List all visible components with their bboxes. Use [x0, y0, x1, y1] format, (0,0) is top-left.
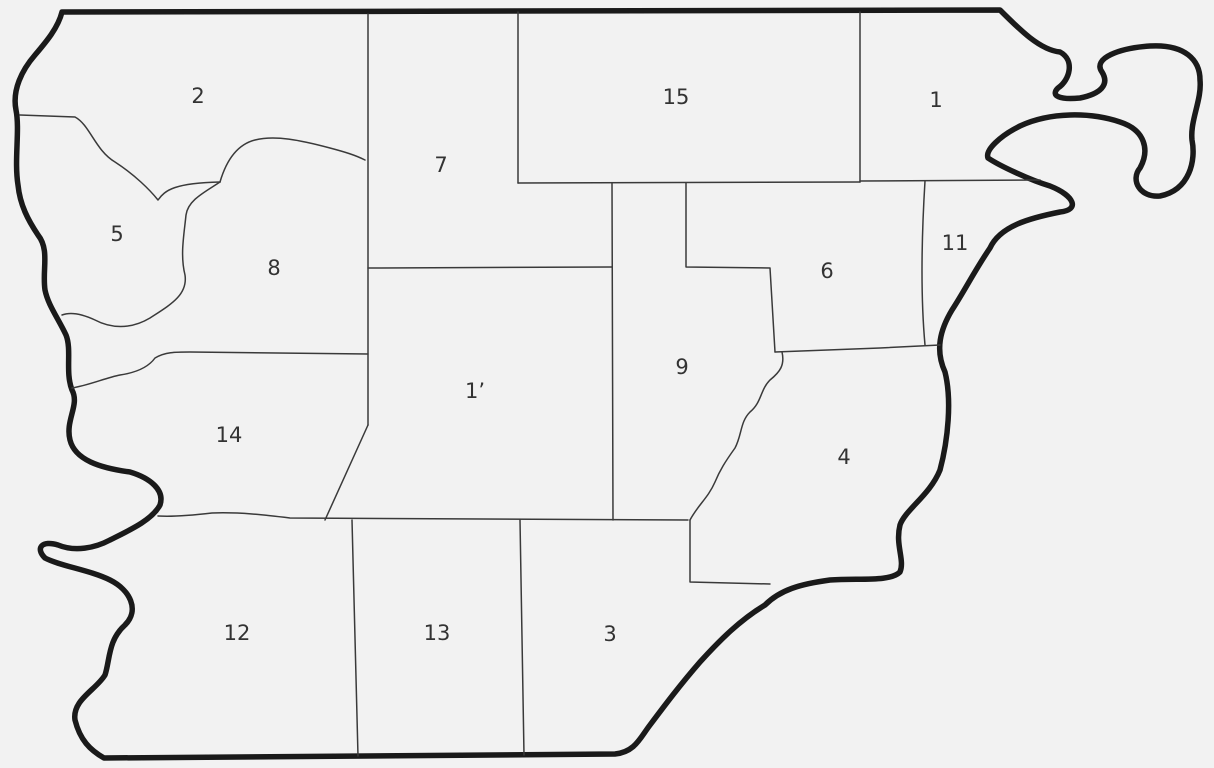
region-labels: 1 2 3 4 5 6 7 8 9 1’ 11 12 13 14 15 [110, 84, 968, 646]
boundary-12-13 [351, 519, 359, 757]
boundary-6-4 [774, 344, 941, 353]
boundary-15-bottom [517, 181, 861, 184]
region-label-15: 15 [663, 85, 690, 109]
boundary-7-10 [367, 266, 613, 269]
boundary-2-5 [19, 114, 221, 201]
region-label-7: 7 [434, 153, 447, 177]
region-label-13: 13 [424, 621, 451, 645]
boundary-1-bottom [859, 179, 1041, 182]
boundary-5-8 [61, 181, 221, 328]
region-label-11: 11 [942, 231, 969, 255]
region-label-5: 5 [110, 222, 123, 246]
boundary-13-3 [519, 519, 525, 756]
region-label-2: 2 [191, 84, 204, 108]
region-label-9: 9 [675, 355, 688, 379]
region-label-14: 14 [216, 423, 243, 447]
boundary-2-8 [219, 137, 366, 183]
boundary-9-left [611, 182, 614, 521]
region-label-10: 1’ [465, 379, 485, 403]
boundary-8-14 [71, 351, 369, 389]
region-label-8: 8 [267, 256, 280, 280]
boundary-9-4 [689, 351, 784, 521]
boundary-14-10 [324, 424, 369, 521]
internal-boundaries [19, 11, 1041, 757]
region-label-3: 3 [603, 622, 616, 646]
map-outline [12, 7, 1203, 761]
region-label-4: 4 [837, 445, 850, 469]
boundary-9-6 [685, 182, 776, 353]
region-label-12: 12 [224, 621, 251, 645]
boundary-14-12 [157, 512, 689, 521]
boundary-4-3 [689, 519, 771, 585]
region-label-1: 1 [929, 88, 942, 112]
region-label-6: 6 [820, 259, 833, 283]
boundary-6-11 [921, 180, 926, 346]
